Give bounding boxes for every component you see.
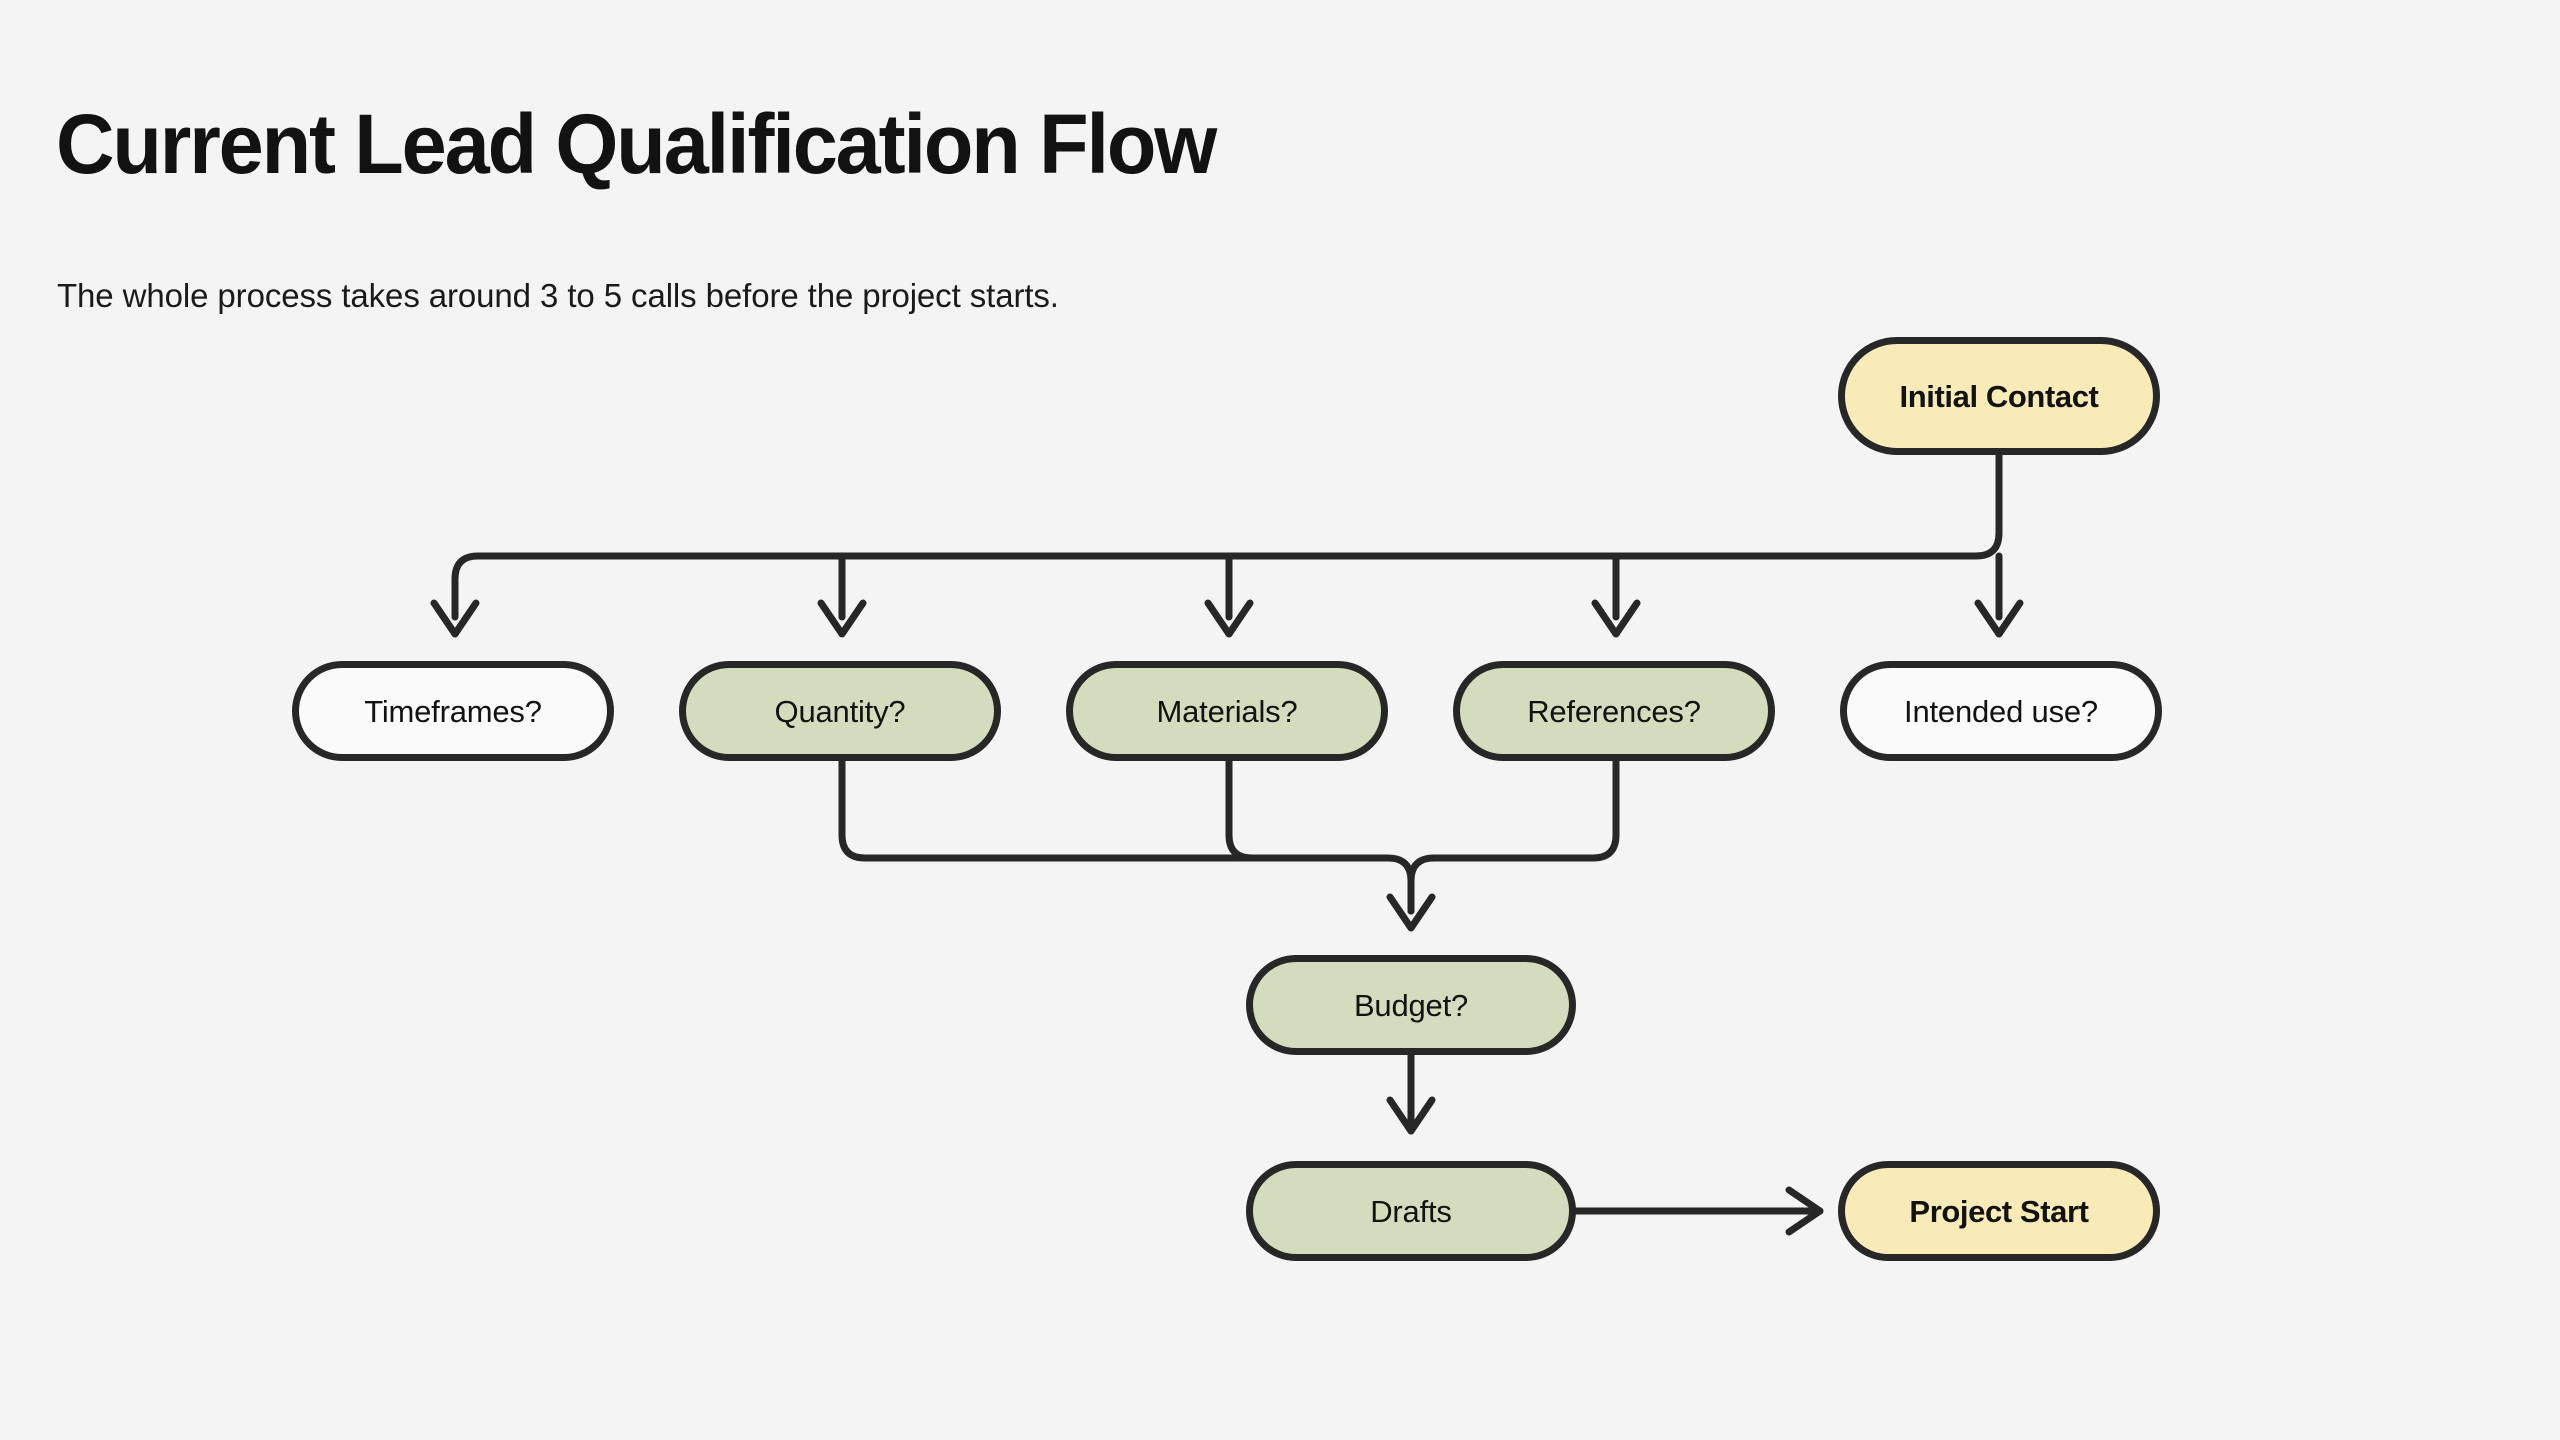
node-materials[interactable]: Materials?	[1066, 661, 1388, 761]
node-label-quantity: Quantity?	[774, 693, 906, 729]
arrowhead-intendeduse	[1974, 599, 2024, 638]
edge-initialcontact-bus	[451, 451, 2003, 621]
edge-materials-merge	[1225, 757, 1392, 862]
node-label-budget: Budget?	[1353, 987, 1469, 1023]
node-timeframes[interactable]: Timeframes?	[292, 661, 614, 761]
edge-merge-budget-left	[1384, 854, 1415, 915]
page-subtitle: The whole process takes around 3 to 5 ca…	[57, 277, 1059, 314]
node-drafts[interactable]: Drafts	[1246, 1161, 1576, 1261]
node-label-references: References?	[1527, 693, 1701, 729]
node-label-project-start: Project Start	[1909, 1193, 2089, 1229]
node-project-start[interactable]: Project Start	[1838, 1161, 2160, 1261]
node-label-timeframes: Timeframes?	[364, 693, 542, 729]
node-intended-use[interactable]: Intended use?	[1840, 661, 2162, 761]
arrowhead-budget	[1386, 893, 1436, 932]
arrowhead-drafts	[1386, 1096, 1436, 1135]
node-references[interactable]: References?	[1453, 661, 1775, 761]
node-budget[interactable]: Budget?	[1246, 955, 1576, 1055]
edge-references-merge	[1407, 757, 1620, 915]
node-label-intended-use: Intended use?	[1904, 693, 2098, 729]
edge-quantity-merge	[838, 757, 1392, 862]
arrowhead-projectstart	[1785, 1186, 1824, 1236]
node-quantity[interactable]: Quantity?	[679, 661, 1001, 761]
node-label-initial-contact: Initial Contact	[1899, 378, 2099, 414]
arrowhead-materials	[1204, 599, 1254, 638]
page-title: Current Lead Qualification Flow	[56, 97, 1217, 192]
arrowhead-references	[1591, 599, 1641, 638]
arrowhead-timeframes	[430, 599, 480, 638]
arrowhead-quantity	[817, 599, 867, 638]
node-label-materials: Materials?	[1156, 693, 1298, 729]
node-initial-contact[interactable]: Initial Contact	[1838, 337, 2160, 455]
node-label-drafts: Drafts	[1370, 1193, 1452, 1229]
